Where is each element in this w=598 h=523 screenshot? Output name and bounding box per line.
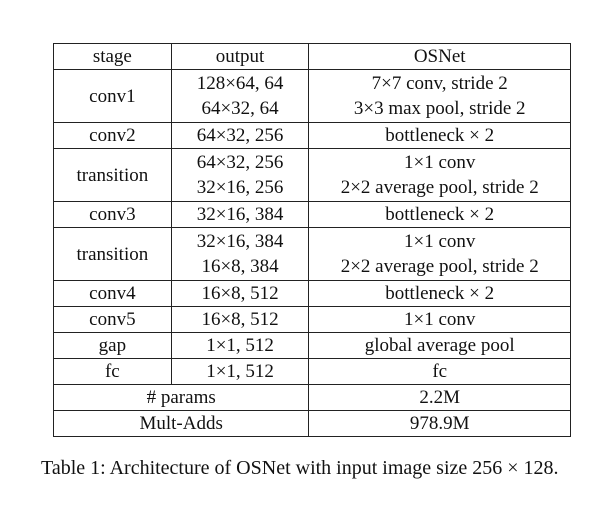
osnet-cell: 1×1 conv 2×2 average pool, stride 2 — [308, 227, 571, 281]
osnet-line: 7×7 conv, stride 2 — [371, 73, 508, 94]
output-cell: 64×32, 256 — [170, 122, 310, 149]
osnet-line: 1×1 conv — [403, 231, 476, 252]
osnet-cell: bottleneck × 2 — [308, 280, 571, 307]
params-value: 2.2M — [308, 384, 571, 411]
osnet-line: 3×3 max pool, stride 2 — [353, 98, 526, 119]
stage-cell: conv5 — [53, 306, 172, 333]
osnet-cell: fc — [308, 358, 571, 385]
output-cell: 32×16, 384 — [170, 201, 310, 228]
osnet-cell: 7×7 conv, stride 2 3×3 max pool, stride … — [308, 69, 571, 123]
table-row: transition 64×32, 256 32×16, 256 1×1 con… — [53, 148, 571, 202]
table-row: fc 1×1, 512 fc — [53, 358, 571, 385]
output-line: 64×32, 64 — [201, 98, 279, 119]
output-line: 128×64, 64 — [196, 73, 284, 94]
table-row: conv3 32×16, 384 bottleneck × 2 — [53, 201, 571, 228]
osnet-line: 2×2 average pool, stride 2 — [340, 177, 539, 198]
architecture-table-container: stage output OSNet conv1 128×64, 64 64×3… — [52, 43, 571, 437]
osnet-line: 1×1 conv — [403, 152, 476, 173]
osnet-cell: global average pool — [308, 332, 571, 359]
mult-adds-value: 978.9M — [308, 410, 571, 437]
stage-cell: gap — [53, 332, 172, 359]
stage-cell: conv2 — [53, 122, 172, 149]
output-cell: 16×8, 512 — [170, 306, 310, 333]
summary-row-mult-adds: Mult-Adds 978.9M — [52, 410, 571, 437]
table-header-row: stage output OSNet — [53, 43, 571, 70]
header-osnet: OSNet — [308, 43, 571, 70]
table-row: conv1 128×64, 64 64×32, 64 7×7 conv, str… — [53, 69, 571, 123]
output-cell: 64×32, 256 32×16, 256 — [170, 148, 310, 202]
osnet-cell: 1×1 conv — [308, 306, 571, 333]
summary-row-params: # params 2.2M — [52, 384, 571, 411]
architecture-table: stage output OSNet conv1 128×64, 64 64×3… — [52, 43, 571, 437]
output-line: 32×16, 256 — [196, 177, 284, 198]
output-line: 64×32, 256 — [196, 152, 284, 173]
header-stage: stage — [53, 43, 172, 70]
stage-cell: transition — [53, 148, 172, 202]
table-row: conv5 16×8, 512 1×1 conv — [53, 306, 571, 333]
params-label: # params — [52, 384, 310, 411]
output-cell: 16×8, 512 — [170, 280, 310, 307]
osnet-line: 2×2 average pool, stride 2 — [340, 256, 539, 277]
output-cell: 32×16, 384 16×8, 384 — [170, 227, 310, 281]
table-row: conv2 64×32, 256 bottleneck × 2 — [53, 122, 571, 149]
mult-adds-label: Mult-Adds — [52, 410, 310, 437]
table-row: conv4 16×8, 512 bottleneck × 2 — [53, 280, 571, 307]
stage-cell: conv1 — [53, 69, 172, 123]
output-line: 32×16, 384 — [196, 231, 284, 252]
header-output: output — [170, 43, 310, 70]
osnet-cell: 1×1 conv 2×2 average pool, stride 2 — [308, 148, 571, 202]
table-row: gap 1×1, 512 global average pool — [53, 332, 571, 359]
output-line: 16×8, 384 — [201, 256, 279, 277]
table-row: transition 32×16, 384 16×8, 384 1×1 conv… — [53, 227, 571, 281]
output-cell: 128×64, 64 64×32, 64 — [170, 69, 310, 123]
stage-cell: conv4 — [53, 280, 172, 307]
table-caption: Table 1: Architecture of OSNet with inpu… — [41, 457, 559, 479]
stage-cell: transition — [53, 227, 172, 281]
osnet-cell: bottleneck × 2 — [308, 122, 571, 149]
stage-cell: fc — [53, 358, 172, 385]
stage-cell: conv3 — [53, 201, 172, 228]
output-cell: 1×1, 512 — [170, 332, 310, 359]
output-cell: 1×1, 512 — [170, 358, 310, 385]
osnet-cell: bottleneck × 2 — [308, 201, 571, 228]
